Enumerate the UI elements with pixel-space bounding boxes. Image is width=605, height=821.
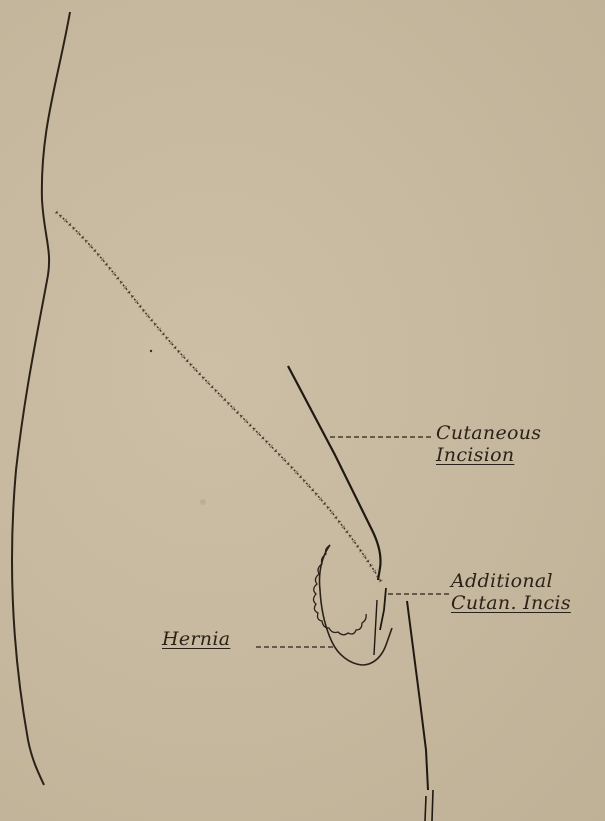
additional-incision-line [380,588,386,630]
body-outline-left [12,12,70,785]
thigh-outline-bottom [425,790,433,821]
paper-blot [200,499,206,505]
thigh-outline-right [407,601,428,790]
label-additional-line2: Cutan. Incis [451,592,571,614]
label-cutaneous-line2: Incision [436,444,541,466]
label-cutaneous-incision: Cutaneous Incision [436,422,541,466]
label-hernia: Hernia [162,628,230,650]
hernia-sac-scallops [314,545,367,635]
cutaneous-incision-line [288,366,381,580]
label-additional-line1: Additional [451,570,571,592]
label-additional-incision: Additional Cutan. Incis [451,570,571,614]
inguinal-ligament-line [56,212,382,583]
additional-incision-dash [374,600,377,655]
label-cutaneous-line1: Cutaneous [436,422,541,444]
paper-speck [150,350,152,352]
label-hernia-text: Hernia [162,628,230,650]
inguinal-ligament-hatch [56,212,382,583]
